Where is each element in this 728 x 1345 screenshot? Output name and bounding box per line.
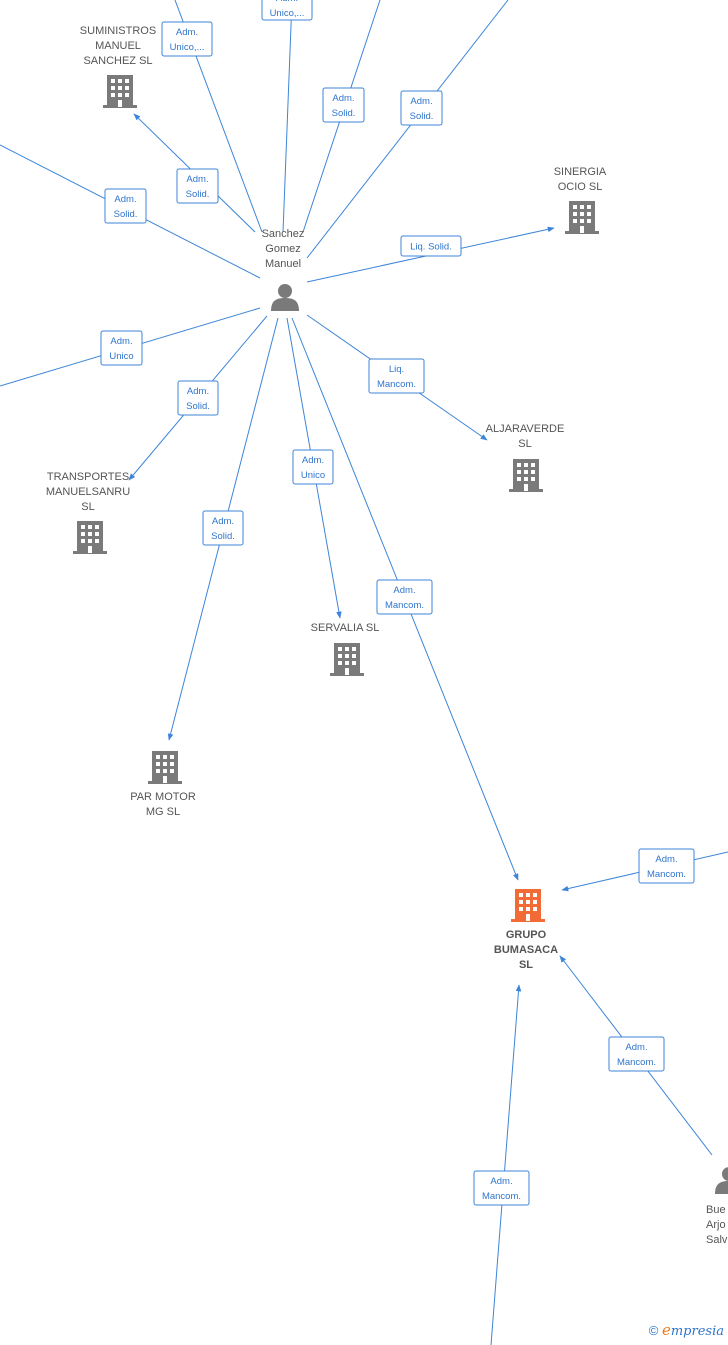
edge-label-text: Adm. — [176, 27, 198, 38]
edge-label-text: Unico — [109, 351, 133, 362]
edge-label-text: Unico,... — [170, 42, 205, 53]
edge-label-text: Liq. — [389, 364, 404, 375]
edge-label-grupo-main: Adm. Mancom. — [376, 579, 433, 615]
node-label-line: Sanchez — [262, 228, 305, 240]
node-sinergia[interactable]: SINERGIA OCIO SL — [554, 166, 607, 234]
edge-label-text: Adm. — [302, 455, 324, 466]
edge-label-text: Solid. — [114, 209, 138, 220]
brand-name: mpresia — [670, 1324, 724, 1339]
node-label-line: Manuel — [265, 258, 301, 270]
edge-label-text: Adm. — [276, 0, 298, 4]
node-label-line: SANCHEZ SL — [83, 55, 152, 67]
node-label-line: SERVALIA SL — [311, 622, 380, 634]
edge-label-aljaraverde: Liq. Mancom. — [368, 358, 425, 394]
edge-label-text: Mancom. — [647, 869, 686, 880]
building-icon — [330, 643, 364, 676]
node-label-line: PAR MOTOR — [130, 791, 196, 803]
edge-label-text: Solid. — [332, 108, 356, 119]
node-label-line: Salv — [706, 1234, 728, 1246]
node-label-line: Bue — [706, 1204, 726, 1216]
node-grupo[interactable]: GRUPO BUMASACA SL — [494, 889, 558, 971]
empresia-logo: © empresia — [649, 1321, 724, 1339]
edge-label-text: Adm. — [410, 96, 432, 107]
edge-label-text: Adm. — [625, 1042, 647, 1053]
building-icon — [565, 201, 599, 234]
edge-label-grupo-right: Adm. Mancom. — [638, 848, 695, 884]
node-suministros[interactable]: SUMINISTROS MANUEL SANCHEZ SL — [80, 25, 156, 108]
edge-label-solid-b: Adm. Solid. — [400, 90, 443, 126]
node-label-line: MANUELSANRU — [46, 486, 130, 498]
edge-label-text: Adm. — [114, 194, 136, 205]
edge-label-left-solid: Adm. Solid. — [104, 188, 147, 224]
edge-label-text: Adm. — [186, 174, 208, 185]
building-icon — [103, 75, 137, 108]
edge-label-text: Unico — [301, 470, 325, 481]
edge-label-grupo-bottom: Adm. Mancom. — [473, 1170, 530, 1206]
edge-label-text: Liq. Solid. — [410, 242, 452, 253]
edge-label-sinergia: Liq. Solid. — [400, 235, 462, 257]
node-parmotor[interactable]: PAR MOTOR MG SL — [130, 751, 196, 818]
edge-label-text: Mancom. — [385, 600, 424, 611]
edge-grupo-bottom — [490, 984, 522, 1345]
building-icon — [511, 889, 545, 922]
node-label-line: TRANSPORTES — [47, 471, 129, 483]
edge-label-text: Adm. — [655, 854, 677, 865]
node-label-line: ALJARAVERDE — [486, 423, 565, 435]
edge-label-text: Adm. — [393, 585, 415, 596]
building-icon — [509, 459, 543, 492]
edge-label-text: Mancom. — [482, 1191, 521, 1202]
person-icon — [271, 284, 299, 311]
node-label-line: Gomez — [265, 243, 300, 255]
node-label-line: SL — [81, 501, 94, 513]
brand-initial: e — [661, 1321, 671, 1339]
node-label-line: MANUEL — [95, 40, 141, 52]
node-aljaraverde[interactable]: ALJARAVERDE SL — [486, 423, 565, 492]
person-icon — [715, 1167, 728, 1194]
edge-label-solid-a: Adm. Solid. — [322, 87, 365, 123]
edge-label-text: Mancom. — [377, 379, 416, 390]
edge-label-suministros-1: Adm. Unico,... — [161, 21, 213, 57]
node-label-line: SUMINISTROS — [80, 25, 156, 37]
edge-label-text: Adm. — [332, 93, 354, 104]
edge-label-text: Mancom. — [617, 1057, 656, 1068]
node-label-line: SINERGIA — [554, 166, 607, 178]
edge-label-grupo-bue: Adm. Mancom. — [608, 1036, 665, 1072]
node-label-line: GRUPO — [506, 929, 547, 941]
node-label-line: MG SL — [146, 806, 180, 818]
edge-label-text: Solid. — [211, 531, 235, 542]
edge-label-text: Solid. — [410, 111, 434, 122]
node-transportes[interactable]: TRANSPORTES MANUELSANRU SL — [46, 471, 130, 554]
node-servalia[interactable]: SERVALIA SL — [311, 622, 380, 676]
edge-label-text: Adm. — [490, 1176, 512, 1187]
edge-label-text: Adm. — [187, 386, 209, 397]
node-label-line: BUMASACA — [494, 944, 558, 956]
copyright-symbol: © — [648, 1323, 659, 1338]
edge-label-text: Solid. — [186, 189, 210, 200]
edge-label-text: Adm. — [110, 336, 132, 347]
edge-label-parmotor: Adm. Solid. — [202, 510, 244, 546]
edge-label-suministros-2: Adm. Solid. — [176, 168, 219, 204]
edge-label-text: Adm. — [212, 516, 234, 527]
node-label-line: SL — [519, 959, 533, 971]
edge-unico-top — [282, 0, 293, 233]
node-label-line: SL — [518, 438, 531, 450]
edge-label-text: Solid. — [186, 401, 210, 412]
edge-label-unico-top: Adm. Unico,... — [261, 0, 313, 21]
edge-label-left-unico: Adm. Unico — [100, 330, 143, 366]
building-icon — [148, 751, 182, 784]
edge-label-servalia: Adm. Unico — [292, 449, 334, 485]
edge-label-text: Unico,... — [270, 8, 305, 19]
building-icon — [73, 521, 107, 554]
node-label-line: OCIO SL — [558, 181, 603, 193]
node-label-line: Arjo — [706, 1219, 726, 1231]
edge-label-transportes: Adm. Solid. — [177, 380, 219, 416]
edge-solid-b — [306, 0, 509, 259]
